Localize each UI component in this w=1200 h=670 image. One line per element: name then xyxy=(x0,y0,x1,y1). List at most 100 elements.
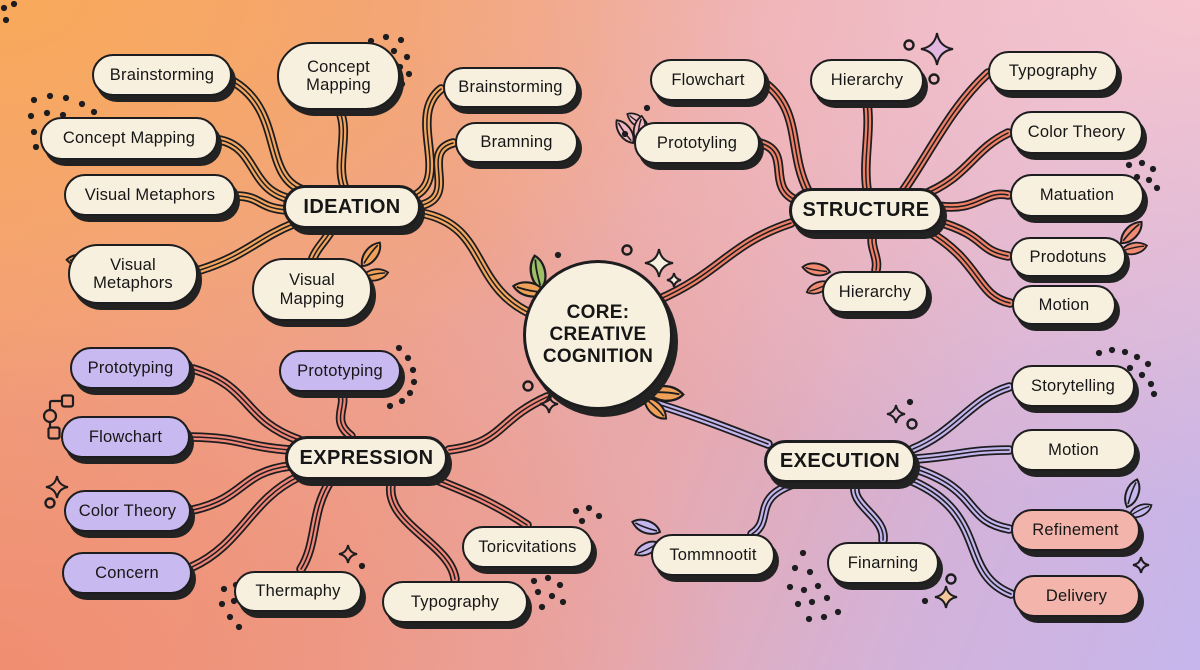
ring-dot-icon xyxy=(906,418,918,430)
dot-decoration xyxy=(791,564,799,572)
sparkle-icon xyxy=(666,272,682,288)
node-ideation-bramning[interactable]: Bramning xyxy=(455,122,578,163)
node-execution-storytelling[interactable]: Storytelling xyxy=(1011,365,1135,407)
node-core-creative-cognition[interactable]: CORE: CREATIVE COGNITION xyxy=(523,260,673,410)
connector-ideation xyxy=(195,219,298,275)
connector-structure xyxy=(867,228,882,275)
node-ideation-brainstorming-right[interactable]: Brainstorming xyxy=(443,67,578,108)
node-structure-color-theory[interactable]: Color Theory xyxy=(1010,111,1143,154)
dot-decoration xyxy=(0,4,8,12)
node-execution-delivery[interactable]: Delivery xyxy=(1013,575,1140,617)
node-expression-color-theory[interactable]: Color Theory xyxy=(64,490,191,532)
node-ideation-visual-mapping[interactable]: Visual Mapping xyxy=(252,258,372,321)
leaf-icon xyxy=(1119,220,1143,245)
connector-ideation xyxy=(215,135,296,204)
ring-dot-icon xyxy=(44,497,56,509)
node-ideation-concept-mapping-left[interactable]: Concept Mapping xyxy=(40,117,218,160)
node-structure-hierarchy-bottom[interactable]: Hierarchy xyxy=(822,271,928,313)
node-ideation-visual-metaphors[interactable]: Visual Metaphors xyxy=(64,174,236,216)
dot-decoration xyxy=(403,53,411,61)
connector-layer xyxy=(187,68,1016,599)
dot-decoration xyxy=(544,574,552,582)
leaf-icon xyxy=(646,384,685,403)
dot-decoration xyxy=(538,603,546,611)
dot-decoration xyxy=(595,512,603,520)
node-expression-prototyping-top[interactable]: Prototyping xyxy=(279,350,401,392)
connector-ideation xyxy=(308,224,337,263)
node-expression-prototyping-left[interactable]: Prototyping xyxy=(70,347,191,389)
connector-execution xyxy=(850,478,888,545)
node-expression-thermaphy[interactable]: Thermaphy xyxy=(234,571,362,612)
dot-decoration xyxy=(1144,360,1152,368)
hub-ideation[interactable]: IDEATION xyxy=(283,185,421,229)
node-ideation-brainstorming-left[interactable]: Brainstorming xyxy=(92,54,232,96)
node-expression-toricvitations[interactable]: Toricvitations xyxy=(462,526,593,568)
connector-execution xyxy=(908,463,1014,534)
node-structure-matuation[interactable]: Matuation xyxy=(1010,174,1144,217)
dot-decoration xyxy=(10,0,18,8)
node-structure-prodotuns[interactable]: Prodotuns xyxy=(1010,237,1126,277)
dot-decoration xyxy=(398,397,406,405)
node-ideation-visual-metaphors-2[interactable]: Visual Metaphors xyxy=(68,244,198,304)
connector-structure xyxy=(931,216,1013,261)
dot-decoration xyxy=(820,613,828,621)
dot-decoration xyxy=(534,588,542,596)
node-execution-motion[interactable]: Motion xyxy=(1011,429,1136,471)
dot-decoration xyxy=(814,582,822,590)
dot-decoration xyxy=(406,389,414,397)
hub-structure[interactable]: STRUCTURE xyxy=(789,188,943,233)
dot-decoration xyxy=(2,16,10,24)
dot-decoration xyxy=(90,108,98,116)
dot-decoration xyxy=(1147,380,1155,388)
dot-decoration xyxy=(395,344,403,352)
sparkle-icon xyxy=(539,394,559,414)
connector-structure xyxy=(861,98,873,194)
connector-execution xyxy=(911,445,1014,464)
leaf-icon xyxy=(643,396,668,420)
sparkle-icon xyxy=(886,404,906,424)
dot-decoration xyxy=(554,251,562,259)
hub-expression[interactable]: EXPRESSION xyxy=(285,436,448,480)
dot-decoration xyxy=(806,568,814,576)
connector-structure xyxy=(915,128,1013,201)
hub-execution[interactable]: EXECUTION xyxy=(764,440,916,483)
dot-decoration xyxy=(1133,353,1141,361)
leaf-icon xyxy=(631,518,662,535)
dot-decoration xyxy=(1138,159,1146,167)
connector-structure xyxy=(933,189,1013,212)
connector-ideation xyxy=(229,77,308,195)
node-execution-tommnootit[interactable]: Tommnootit xyxy=(651,534,775,576)
ring-dot-icon xyxy=(903,39,915,51)
dot-decoration xyxy=(1138,371,1146,379)
dot-decoration xyxy=(1108,346,1116,354)
node-expression-flowchart[interactable]: Flowchart xyxy=(61,416,190,458)
dot-decoration xyxy=(643,104,651,112)
dot-decoration xyxy=(530,577,538,585)
dot-decoration xyxy=(585,504,593,512)
node-execution-refinement[interactable]: Refinement xyxy=(1011,509,1140,551)
node-ideation-concept-mapping-top[interactable]: Concept Mapping xyxy=(277,42,400,110)
dot-decoration xyxy=(397,36,405,44)
dot-decoration xyxy=(1145,176,1153,184)
node-expression-typography[interactable]: Typography xyxy=(382,581,528,623)
node-expression-concern[interactable]: Concern xyxy=(62,552,192,594)
leaf-icon xyxy=(1119,241,1149,256)
sparkle-icon xyxy=(920,32,954,66)
connector-execution xyxy=(747,478,801,539)
node-structure-hierarchy-top[interactable]: Hierarchy xyxy=(810,59,924,102)
connector-expression xyxy=(335,388,356,441)
node-structure-typography[interactable]: Typography xyxy=(988,51,1118,92)
dot-decoration xyxy=(794,600,802,608)
node-structure-motion[interactable]: Motion xyxy=(1012,285,1116,325)
node-structure-flowchart[interactable]: Flowchart xyxy=(650,59,766,101)
node-execution-finarning[interactable]: Finarning xyxy=(827,542,939,584)
dot-decoration xyxy=(808,598,816,606)
sparkle-icon xyxy=(934,585,958,609)
connector-execution xyxy=(640,395,773,449)
connector-expression xyxy=(188,364,304,445)
dot-decoration xyxy=(390,47,398,55)
node-structure-prototyling[interactable]: Prototyling xyxy=(634,122,760,164)
dot-decoration xyxy=(62,94,70,102)
dot-decoration xyxy=(218,600,226,608)
